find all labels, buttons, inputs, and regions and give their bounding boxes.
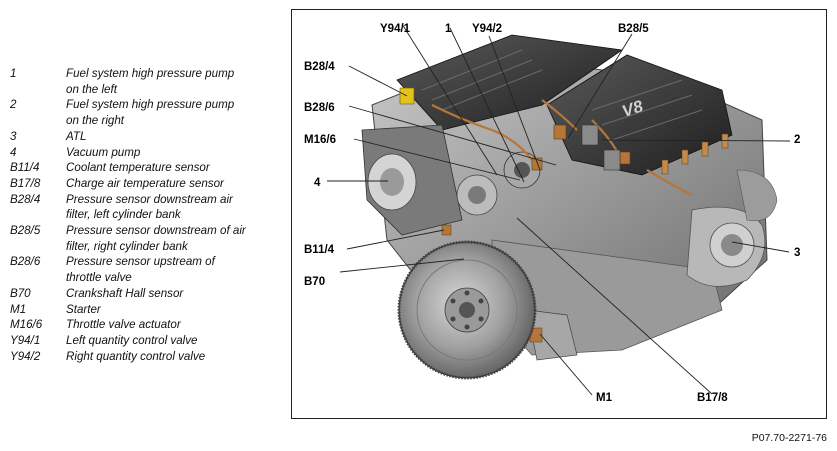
legend-code: 2: [10, 98, 17, 112]
callout-b11-4: B11/4: [304, 244, 335, 256]
reference-code: P07.70-2271-76: [751, 432, 827, 444]
legend-item: B28/4 Pressure sensor downstream air filte…: [10, 192, 280, 223]
callout-4: 4: [314, 177, 321, 189]
legend-code: M1: [10, 302, 27, 316]
legend-description: ATL: [66, 129, 280, 145]
engine-figure: V8: [291, 9, 827, 419]
legend-description-line: Crankshaft Hall sensor: [66, 286, 184, 300]
callout-1: 1: [445, 23, 452, 35]
legend-description: Pressure sensor upstream of throttle valv…: [66, 254, 280, 285]
legend-description-line: Left quantity control valve: [66, 333, 198, 347]
legend-description: Fuel system high pressure pump on the rig…: [66, 97, 280, 128]
legend-code: Y94/2: [10, 349, 41, 363]
legend-description: Starter: [66, 302, 280, 318]
legend-code: Y94/1: [10, 333, 41, 347]
legend-item: Y94/1 Left quantity control valve: [10, 333, 280, 349]
legend-description-line: Pressure sensor upstream of: [66, 255, 215, 269]
legend-item: Y94/2 Right quantity control valve: [10, 349, 280, 365]
legend-description-line: Pressure sensor downstream air: [66, 192, 233, 206]
callout-b17-8: B17/8: [697, 392, 728, 404]
callout-b28-5: B28/5: [618, 23, 649, 35]
callout-b28-4: B28/4: [304, 61, 335, 73]
legend-description-line: Right quantity control valve: [66, 349, 206, 363]
legend-item: 1 Fuel system high pressure pump on the le…: [10, 66, 280, 97]
engine-illustration: V8: [304, 23, 800, 404]
legend-item: B17/8 Charge air temperature sensor: [10, 176, 280, 192]
legend-code: B28/6: [10, 255, 41, 269]
legend-item: B11/4 Coolant temperature sensor: [10, 160, 280, 176]
legend-code: 1: [10, 67, 17, 80]
legend-code: M16/6: [10, 318, 43, 332]
legend-description-line: ATL: [66, 129, 87, 143]
callout-3: 3: [794, 247, 800, 259]
flywheel: [397, 240, 537, 380]
callout-y94-2: Y94/2: [472, 23, 502, 35]
legend-item: B70 Crankshaft Hall sensor: [10, 286, 280, 302]
callout-labels: Y94/1 1 Y94/2 B28/5 B28/4 B28/6 M16/6 2 …: [304, 23, 800, 404]
legend-item: 2 Fuel system high pressure pump on the ri…: [10, 97, 280, 128]
legend-code: 3: [10, 129, 17, 143]
legend-code: B28/5: [10, 224, 41, 238]
legend-code: B17/8: [10, 176, 41, 190]
legend-description-line: throttle valve: [66, 271, 132, 285]
callout-m16-6: M16/6: [304, 134, 336, 146]
legend-item: M1 Starter: [10, 302, 280, 318]
callout-b28-6: B28/6: [304, 102, 335, 114]
legend-description: Pressure sensor downstream air filter, le…: [66, 192, 280, 223]
legend-item: 3 ATL: [10, 129, 280, 145]
callout-m1: M1: [596, 392, 613, 404]
legend-description: Left quantity control valve: [66, 333, 280, 349]
legend-description-line: filter, right cylinder bank: [66, 239, 188, 253]
legend-description: Throttle valve actuator: [66, 317, 280, 333]
legend-description: Vacuum pump: [66, 145, 280, 161]
legend-description-line: Throttle valve actuator: [66, 318, 181, 332]
legend-description: Crankshaft Hall sensor: [66, 286, 280, 302]
legend-code: 4: [10, 145, 17, 159]
legend-description: Coolant temperature sensor: [66, 160, 280, 176]
callout-y94-1: Y94/1: [380, 23, 411, 35]
callout-2: 2: [794, 134, 800, 146]
leader-lines: [327, 23, 791, 396]
legend-description-line: Fuel system high pressure pump: [66, 67, 235, 80]
legend-description-line: Pressure sensor downstream of air: [66, 224, 246, 238]
legend-code: B28/4: [10, 192, 41, 206]
legend-description-line: on the left: [66, 82, 117, 96]
legend-item: B28/6 Pressure sensor upstream of throttle…: [10, 254, 280, 285]
legend-description-line: Starter: [66, 302, 101, 316]
legend-item: 4 Vacuum pump: [10, 145, 280, 161]
legend-description-line: filter, left cylinder bank: [66, 208, 181, 222]
legend-code: B11/4: [10, 161, 40, 175]
legend-description-line: Vacuum pump: [66, 145, 141, 159]
legend-description-line: Fuel system high pressure pump: [66, 98, 235, 112]
legend-description: Right quantity control valve: [66, 349, 280, 365]
b28-6-sensor: [553, 124, 567, 140]
legend-code: B70: [10, 286, 31, 300]
legend-description: Fuel system high pressure pump on the lef…: [66, 66, 280, 97]
legend-description-line: on the right: [66, 114, 125, 128]
sensor-parts: [399, 87, 729, 361]
callout-b70: B70: [304, 276, 325, 288]
legend-description: Charge air temperature sensor: [66, 176, 280, 192]
front-timing-area: [361, 124, 541, 236]
legend-description-line: Charge air temperature sensor: [66, 176, 224, 190]
legend-item: M16/6 Throttle valve actuator: [10, 317, 280, 333]
legend-description-line: Coolant temperature sensor: [66, 161, 210, 175]
